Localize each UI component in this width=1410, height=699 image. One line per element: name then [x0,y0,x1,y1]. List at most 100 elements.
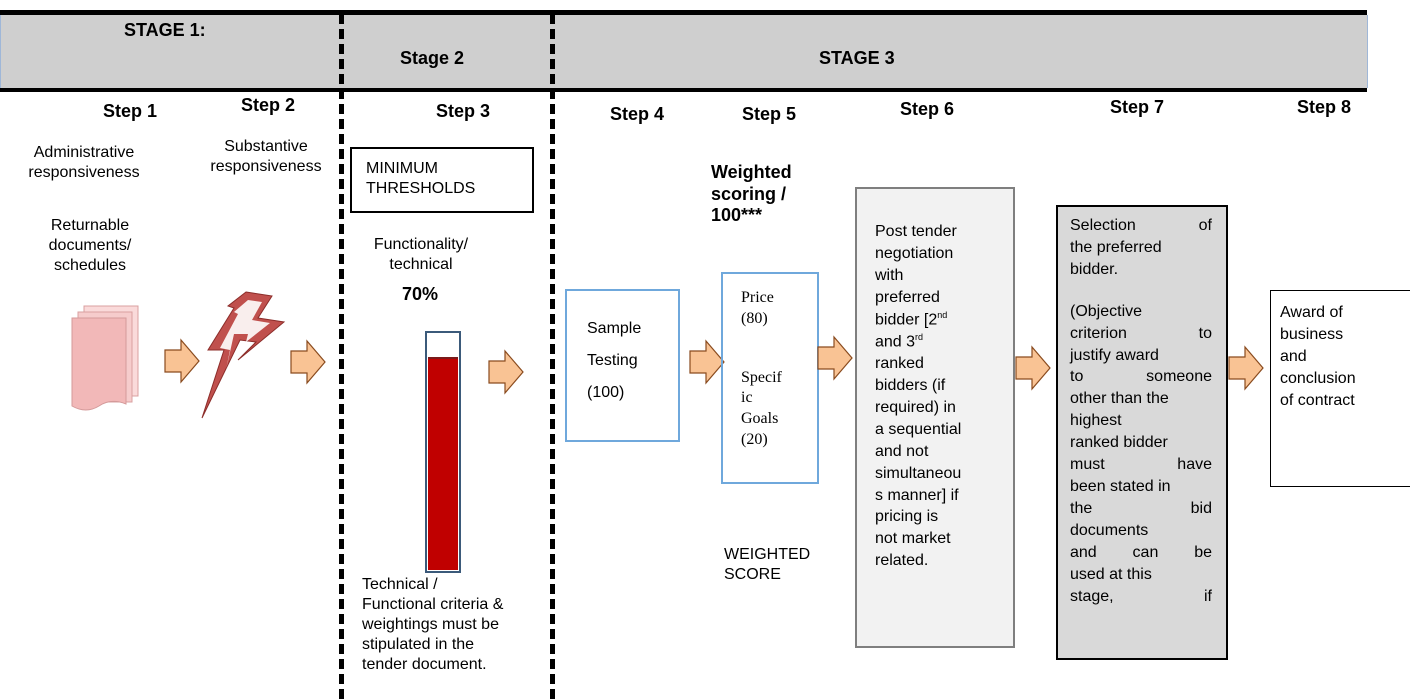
header-top-rule [0,10,1367,15]
weighted-line-3: 100*** [711,205,763,226]
step-3-heading: Step 3 [436,101,491,121]
thresholds-line-2: THRESHOLDS [366,180,476,197]
sample-testing-line-1: Sample [587,320,642,337]
documents-line-2: documents/ [48,237,132,254]
selection-line-17: stage,if [1070,587,1212,605]
selection-line-12: been stated in [1070,477,1171,495]
documents-line-1: Returnable [50,217,130,234]
arrow-step6-to-step7 [1015,345,1051,391]
functionality-label: Functionality/ technical [356,235,486,275]
specific-goals-line-1: Specif [741,368,782,386]
note-line-4: stipulated in the [362,636,475,653]
negotiation-line-1: Post tender [875,223,957,240]
weighted-score-label: WEIGHTED SCORE [724,545,810,585]
award-line-3: and [1280,347,1307,365]
negotiation-line-8: bidders (if [875,377,946,394]
weighted-score-line-1: WEIGHTED [724,546,811,563]
award-line-4: conclusion [1280,369,1356,387]
step-1-description: Administrative responsiveness [14,143,154,183]
arrow-step4-to-step5 [689,339,725,385]
functionality-line-2: technical [389,256,453,273]
functionality-line-1: Functionality/ [373,236,469,253]
threshold-percent: 70% [401,284,439,304]
weighted-scoring-heading: Weighted scoring / 100*** [711,162,792,227]
step-4-heading: Step 4 [610,104,665,124]
negotiation-line-11: and not [875,442,929,460]
negotiation-line-4: preferred [875,288,940,306]
negotiation-line-3: with [875,266,904,284]
award-of-business-box: Award of business and conclusion of cont… [1270,290,1410,487]
step-1-documents: Returnable documents/ schedules [40,216,140,276]
selection-line-2: the preferred [1070,238,1162,256]
sample-testing-line-2: Testing [587,352,638,369]
sample-testing-box: Sample Testing (100) [565,289,680,442]
thresholds-line-1: MINIMUM [366,160,438,177]
negotiation-line-6: and 3rd [875,331,924,351]
negotiation-line-9: required) in [875,398,956,416]
stage-1-title: STAGE 1: [124,20,206,40]
negotiation-line-5: bidder [2nd [875,309,948,328]
price-label: Price [741,289,774,306]
step-2-line-2: responsiveness [210,158,322,175]
negotiation-line-14: pricing is [875,508,939,526]
arrow-step3-to-step4 [488,349,524,395]
selection-line-6: justify award [1070,346,1159,364]
selection-line-9: highest [1070,412,1122,430]
weighted-line-1: Weighted [711,162,792,182]
step-1-line-1: Administrative [33,144,135,161]
specific-goals-line-2: ic [741,389,753,407]
step-3-note: Technical / Functional criteria & weight… [362,575,562,675]
selection-line-3: bidder. [1070,260,1119,278]
negotiation-line-7: ranked [875,355,924,373]
document-stack-icon [71,305,139,411]
price-points: (80) [741,309,768,327]
stage-header-band [0,14,1367,90]
arrow-step1-to-step2 [164,338,200,384]
weighted-line-2: scoring / [711,183,787,204]
negotiation-line-10: a sequential [875,420,962,438]
stage-divider-2 [550,14,555,699]
selection-line-10: ranked bidder [1070,434,1168,452]
threshold-thermometer [425,331,461,573]
specific-goals-points: (20) [741,430,768,448]
note-line-1: Technical / [362,576,438,593]
specific-goals-line-3: Goals [741,410,779,428]
weighted-score-line-2: SCORE [724,566,781,583]
stage-3-title: STAGE 3 [819,48,895,68]
award-line-1: Award of [1280,304,1343,321]
selection-line-14: documents [1070,521,1149,539]
step-7-heading: Step 7 [1110,97,1165,117]
arrow-step2-to-step3 [290,339,326,385]
step-2-heading: Step 2 [241,95,296,115]
lightning-bolt-icon [201,291,286,419]
header-right-border [1367,15,1368,88]
step-6-heading: Step 6 [900,99,955,119]
negotiation-line-2: negotiation [875,244,954,262]
sample-testing-line-3: (100) [587,384,625,401]
note-line-3: weightings must be [362,616,499,633]
negotiation-line-15: not market [875,530,951,548]
negotiation-line-13: s manner] if [875,486,959,504]
note-line-5: tender document. [362,656,487,673]
selection-line-4: (Objective [1070,302,1143,320]
note-line-2: Functional criteria & [362,596,504,613]
documents-line-3: schedules [53,257,127,274]
arrow-step7-to-step8 [1228,345,1264,391]
minimum-thresholds-box: MINIMUM THRESHOLDS [350,147,534,213]
weighted-scoring-box: Price (80) Specif ic Goals (20) [721,272,819,484]
step-2-description: Substantive responsiveness [196,137,336,177]
step-1-heading: Step 1 [103,101,158,121]
step-8-heading: Step 8 [1297,97,1352,117]
header-left-border [0,15,1,88]
header-bottom-rule [0,88,1367,92]
selection-line-16: used at this [1070,565,1152,583]
stage-2-title: Stage 2 [400,48,465,68]
selection-line-8: other than the [1070,390,1169,408]
